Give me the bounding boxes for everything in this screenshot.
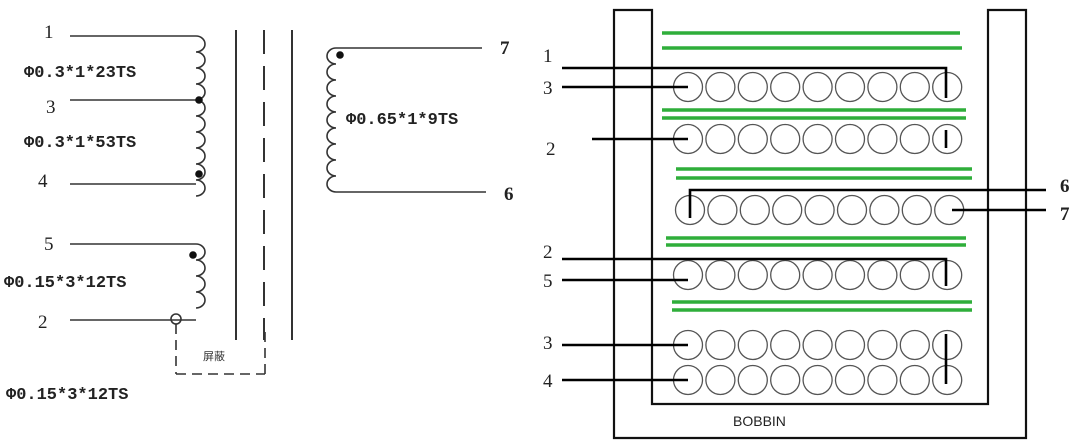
wire-turn [770, 364, 801, 396]
wire-turn [834, 259, 866, 291]
wire-turn [867, 259, 898, 291]
wire-turn [901, 194, 932, 226]
bobbin [612, 8, 1028, 440]
winding-spec: Φ0.65*1*9TS [346, 111, 458, 130]
wire-turn [834, 71, 866, 103]
wire-turn [932, 123, 963, 155]
wire-turn [737, 71, 768, 103]
pin-label: 3 [543, 78, 553, 99]
pin-label: 3 [46, 97, 56, 118]
pin-label: 4 [38, 171, 48, 192]
wire-turn [705, 364, 736, 396]
wire-turn [804, 194, 835, 226]
pin-label: 6 [1060, 176, 1070, 197]
wire-turn [705, 329, 736, 361]
pin-label: 5 [44, 234, 54, 255]
wire-turn [737, 329, 768, 361]
wire-turn [737, 364, 768, 396]
wire-turn [770, 259, 801, 291]
winding-spec: Φ0.15*3*12TS [6, 386, 128, 405]
wire-turn [867, 329, 898, 361]
wire-turn [802, 123, 833, 155]
wire-turn [899, 71, 930, 103]
wire-turn [899, 329, 930, 361]
schematic: 1 Φ0.3*1*23TS 3 Φ0.3*1*53TS 4 5 Φ0.15*3*… [4, 22, 514, 405]
transformer-core [235, 30, 293, 340]
aux-winding [70, 243, 206, 321]
bobbin-label: BOBBIN [733, 413, 786, 429]
primary-winding [70, 35, 206, 197]
polarity-dot [336, 51, 344, 59]
shield-lead [170, 313, 266, 375]
wire-turn [869, 194, 900, 226]
wire-rows [672, 71, 965, 396]
wire-turn [836, 194, 868, 226]
pin-label: 5 [543, 271, 553, 292]
winding-spec: Φ0.3*1*53TS [24, 134, 136, 153]
winding-spec: Φ0.3*1*23TS [24, 64, 136, 83]
wire-turn [705, 123, 736, 155]
secondary-winding [326, 47, 486, 193]
polarity-dot [195, 170, 203, 178]
wire-turn [770, 71, 801, 103]
wire-turn [737, 259, 768, 291]
pin-label: 7 [500, 38, 510, 59]
pin-label: 1 [44, 22, 54, 43]
pin-label: 7 [1060, 204, 1070, 225]
wire-turn [867, 364, 898, 396]
wire-turn [834, 364, 866, 396]
pin-label: 4 [543, 371, 553, 392]
wire-turn [802, 259, 833, 291]
wire-turn [772, 194, 803, 226]
wire-turn [705, 71, 736, 103]
pin-label: 1 [543, 46, 553, 67]
pin-label: 3 [543, 333, 553, 354]
wire-turn [802, 71, 833, 103]
wire-turn [802, 329, 833, 361]
pin-label: 6 [504, 184, 514, 205]
polarity-dot [195, 96, 203, 104]
wire-turn [770, 329, 801, 361]
wire-turn [770, 123, 801, 155]
wire-turn [737, 123, 768, 155]
wire-turn [802, 364, 833, 396]
wire-turn [672, 259, 704, 291]
wire-turn [899, 364, 930, 396]
wire-turn [867, 123, 898, 155]
pin-label: 2 [38, 312, 48, 333]
insulation-layers [662, 31, 972, 312]
polarity-dot [189, 251, 197, 259]
winding-structure: BOBBIN [543, 8, 1070, 440]
wire-turn [707, 194, 738, 226]
wire-turn [867, 71, 898, 103]
lead-wires [562, 66, 1046, 384]
wire-turn [834, 123, 866, 155]
shield-label: 屏蔽 [203, 350, 225, 363]
pin-label: 2 [543, 242, 553, 263]
wire-turn [739, 194, 770, 226]
wire-turn [899, 123, 930, 155]
wire-turn [705, 259, 736, 291]
winding-spec: Φ0.15*3*12TS [4, 274, 126, 293]
wire-turn [834, 329, 866, 361]
pin-label: 2 [546, 139, 556, 160]
wire-turn [899, 259, 930, 291]
